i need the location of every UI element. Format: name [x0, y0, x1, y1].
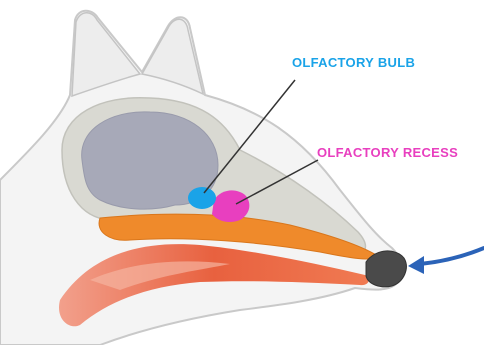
- nose: [366, 251, 406, 287]
- olfactory-recess-label: OLFACTORY RECESS: [317, 145, 458, 160]
- olfactory-bulb-label: OLFACTORY BULB: [292, 55, 415, 70]
- olfactory-bulb: [188, 187, 216, 209]
- arrow-left-icon: [408, 248, 484, 274]
